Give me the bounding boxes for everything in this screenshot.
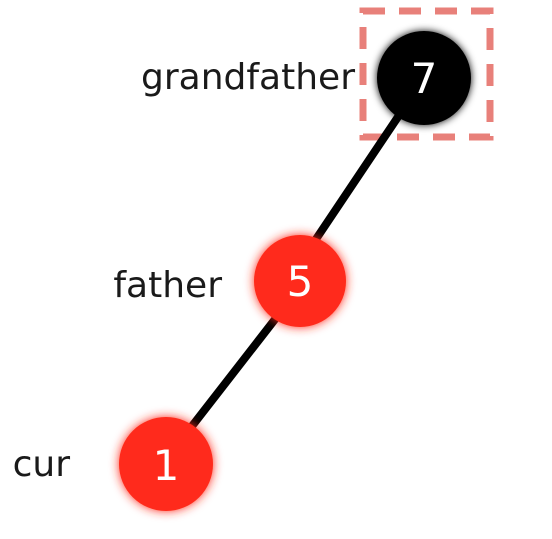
node-cur-value: 1: [153, 441, 180, 490]
node-cur-circle: [119, 417, 213, 511]
grandfather-highlight-box: [359, 7, 494, 141]
node-father-label: father: [113, 265, 222, 306]
node-cur-label: cur: [13, 444, 71, 485]
edge-grandfather-father: [296, 92, 416, 267]
node-cur: 1: [119, 417, 213, 511]
node-father: 5: [254, 235, 346, 327]
node-father-value: 5: [287, 257, 314, 306]
node-grandfather-label: grandfather: [141, 57, 355, 98]
node-father-circle: [254, 235, 346, 327]
node-grandfather: 7: [377, 31, 471, 125]
node-grandfather-circle: [377, 31, 471, 125]
node-grandfather-value: 7: [411, 54, 438, 103]
